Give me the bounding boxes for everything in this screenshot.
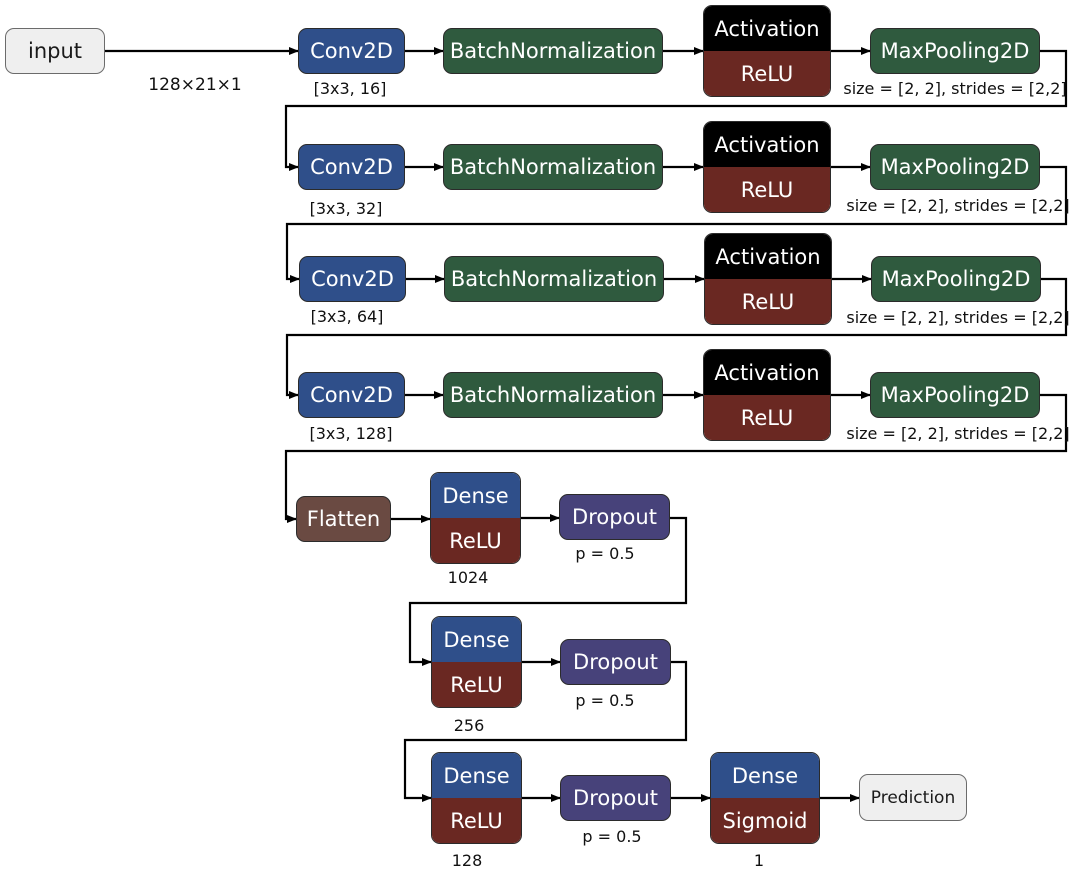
- activation-label-2: Activation: [704, 122, 830, 167]
- dense-activation-label-3: ReLU: [432, 798, 521, 843]
- input-shape-label: 128×21×1: [148, 75, 242, 95]
- conv2d-param-1: [3x3, 16]: [313, 79, 387, 98]
- relu-label-4: ReLU: [704, 395, 830, 440]
- relu-label-2: ReLU: [704, 167, 830, 212]
- dense-units-2: 256: [453, 716, 485, 735]
- dense-label-3: Dense: [432, 753, 521, 798]
- activation-node-3: Activation ReLU: [704, 233, 832, 325]
- dense-output-label: Dense: [711, 753, 819, 798]
- conv2d-node-1: Conv2D: [298, 28, 405, 74]
- dense-activation-label-2: ReLU: [432, 662, 521, 707]
- maxpool-node-1: MaxPooling2D: [870, 28, 1040, 74]
- maxpool-param-2: size = [2, 2], strides = [2,2]: [846, 196, 1070, 215]
- dropout-param-3: p = 0.5: [582, 827, 642, 846]
- maxpool-node-4: MaxPooling2D: [870, 372, 1040, 418]
- connector-arrow-22: [403, 660, 688, 802]
- conv2d-param-2: [3x3, 32]: [309, 199, 383, 218]
- conv2d-param-3: [3x3, 64]: [310, 307, 384, 326]
- dropout-node-2: Dropout: [560, 639, 671, 685]
- dense-units-3: 128: [451, 851, 483, 870]
- activation-label-3: Activation: [705, 234, 831, 279]
- batchnorm-node-2: BatchNormalization: [443, 144, 663, 190]
- activation-node-2: Activation ReLU: [703, 121, 831, 213]
- dense-output-node: Dense Sigmoid: [710, 752, 820, 844]
- dropout-param-1: p = 0.5: [575, 544, 635, 563]
- dense-label-1: Dense: [431, 473, 520, 518]
- batchnorm-node-1: BatchNormalization: [443, 28, 663, 74]
- maxpool-node-3: MaxPooling2D: [871, 256, 1041, 302]
- conv2d-node-4: Conv2D: [298, 372, 405, 418]
- connector-arrow-13: [285, 277, 1068, 399]
- connector-arrow-5: [284, 49, 1068, 171]
- dense-node-3: Dense ReLU: [431, 752, 522, 844]
- activation-label-4: Activation: [704, 350, 830, 395]
- dropout-param-2: p = 0.5: [575, 691, 635, 710]
- flatten-node: Flatten: [296, 496, 391, 542]
- dense-activation-label-1: ReLU: [431, 518, 520, 563]
- activation-label-1: Activation: [704, 6, 830, 51]
- sigmoid-label: Sigmoid: [711, 798, 819, 843]
- maxpool-param-3: size = [2, 2], strides = [2,2]: [846, 308, 1070, 327]
- maxpool-param-1: size = [2, 2], strides = [2,2]: [843, 79, 1067, 98]
- dropout-node-3: Dropout: [560, 775, 671, 821]
- maxpool-node-2: MaxPooling2D: [870, 144, 1040, 190]
- conv2d-param-4: [3x3, 128]: [309, 424, 393, 443]
- conv2d-node-3: Conv2D: [299, 256, 406, 302]
- activation-node-4: Activation ReLU: [703, 349, 831, 441]
- connector-arrow-9: [285, 165, 1068, 283]
- dense-node-2: Dense ReLU: [431, 616, 522, 708]
- conv2d-node-2: Conv2D: [298, 144, 405, 190]
- dense-output-units: 1: [753, 851, 765, 870]
- prediction-node: Prediction: [859, 774, 967, 821]
- input-node: input: [5, 28, 105, 74]
- batchnorm-node-3: BatchNormalization: [444, 256, 664, 302]
- batchnorm-node-4: BatchNormalization: [443, 372, 663, 418]
- relu-label-1: ReLU: [704, 51, 830, 96]
- dense-node-1: Dense ReLU: [430, 472, 521, 564]
- dropout-node-1: Dropout: [559, 494, 670, 540]
- connector-arrow-17: [284, 393, 1068, 523]
- maxpool-param-4: size = [2, 2], strides = [2,2]: [846, 424, 1070, 443]
- activation-node-1: Activation ReLU: [703, 5, 831, 97]
- dense-label-2: Dense: [432, 617, 521, 662]
- connector-arrow-20: [408, 516, 688, 666]
- dense-units-1: 1024: [447, 568, 489, 587]
- relu-label-3: ReLU: [705, 279, 831, 324]
